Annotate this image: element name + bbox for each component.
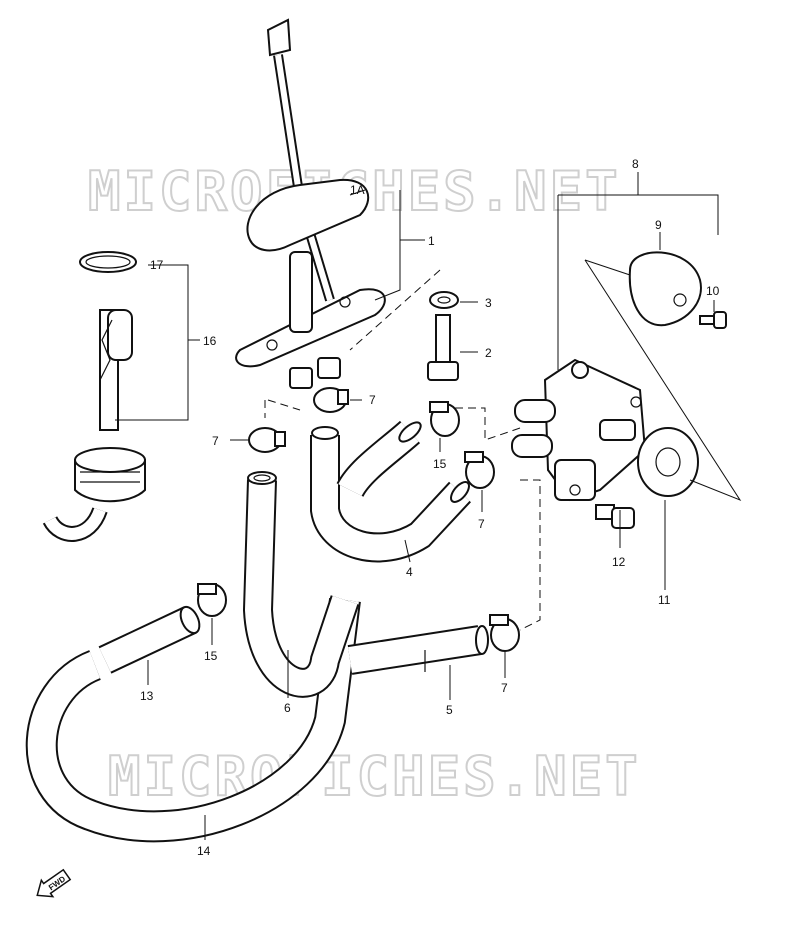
hose-6 bbox=[242, 471, 360, 698]
callout-7-mid: 7 bbox=[478, 517, 485, 531]
screw-2 bbox=[427, 314, 459, 381]
callout-7-bottom: 7 bbox=[501, 681, 508, 695]
washer-3 bbox=[429, 291, 459, 309]
callout-3: 3 bbox=[485, 296, 492, 310]
callout-15-left: 15 bbox=[204, 649, 218, 663]
callout-9: 9 bbox=[655, 218, 662, 232]
fuel-level-sender-16 bbox=[42, 251, 146, 542]
callout-6: 6 bbox=[284, 701, 291, 715]
callout-7-left: 7 bbox=[212, 434, 219, 448]
callout-1: 1 bbox=[428, 234, 435, 248]
hose-4 bbox=[310, 420, 471, 563]
clamp-7-bottom bbox=[489, 614, 520, 652]
hose-5 bbox=[347, 625, 489, 675]
clamp-15-right bbox=[429, 401, 460, 437]
knob-9 bbox=[628, 251, 702, 327]
callout-11: 11 bbox=[658, 593, 671, 607]
callout-1a: 1A bbox=[350, 183, 365, 197]
callout-8: 8 bbox=[632, 157, 639, 171]
screw-12 bbox=[595, 504, 635, 529]
callout-14: 14 bbox=[197, 844, 211, 858]
callout-10: 10 bbox=[706, 284, 720, 298]
fuel-valve-8 bbox=[511, 358, 647, 502]
hose-13 bbox=[98, 605, 201, 674]
watermark-bottom: MICROFICHES.NET bbox=[108, 745, 641, 808]
screw-10 bbox=[699, 311, 727, 329]
callout-5: 5 bbox=[446, 703, 453, 717]
washer-11 bbox=[637, 427, 699, 497]
callout-12: 12 bbox=[612, 555, 626, 569]
callout-13: 13 bbox=[140, 689, 154, 703]
callout-15-right: 15 bbox=[433, 457, 447, 471]
callout-4: 4 bbox=[406, 565, 413, 579]
callout-2: 2 bbox=[485, 346, 492, 360]
leader-lines bbox=[115, 172, 742, 840]
clamp-15-left bbox=[197, 583, 227, 617]
callout-7-top: 7 bbox=[369, 393, 376, 407]
hose-14 bbox=[25, 598, 361, 843]
fwd-arrow-icon: FWD bbox=[36, 868, 72, 898]
clamp-7-mid bbox=[464, 451, 495, 489]
clamp-7-top bbox=[313, 387, 349, 413]
fuel-cock-1 bbox=[235, 18, 386, 389]
clamp-7-left bbox=[248, 427, 286, 453]
callout-16: 16 bbox=[203, 334, 217, 348]
callout-17: 17 bbox=[150, 258, 164, 272]
